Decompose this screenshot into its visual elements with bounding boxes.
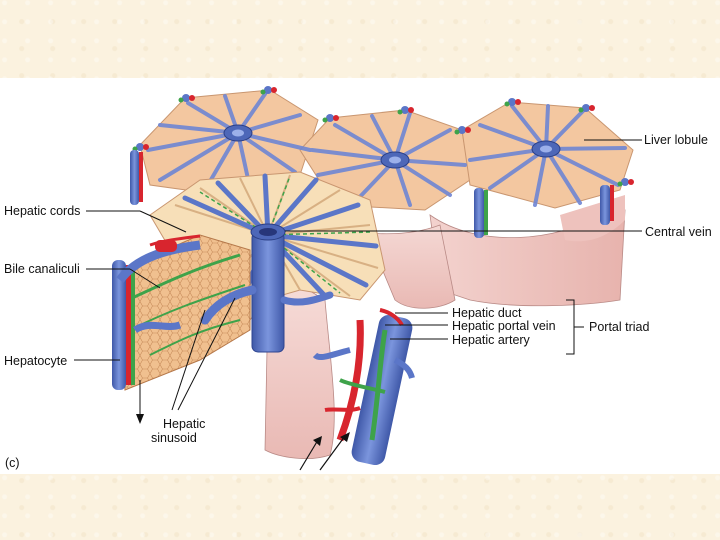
label-central-vein: Central vein [645, 225, 712, 239]
label-liver-lobule: Liver lobule [644, 133, 708, 147]
label-hepatic-sinusoid-1: Hepatic [163, 417, 206, 431]
left-triad-vessels [112, 234, 201, 424]
label-panel-letter: (c) [5, 456, 20, 470]
radial-sinusoids [146, 92, 627, 207]
leader-lines [74, 139, 642, 411]
label-hepatocyte: Hepatocyte [4, 354, 68, 368]
corner-portal-triads [132, 86, 634, 187]
lobule-central-veins [223, 124, 561, 169]
label-hepatic-duct: Hepatic duct [452, 306, 522, 320]
label-hepatic-sinusoid-2: sinusoid [151, 431, 197, 445]
right-portal-triad [299, 308, 415, 471]
lobule-tops [139, 89, 634, 211]
label-hepatic-portal-vein: Hepatic portal vein [452, 319, 556, 333]
large-central-vein [200, 223, 334, 353]
label-bile-canaliculi: Bile canaliculi [4, 262, 80, 276]
label-hepatic-cords: Hepatic cords [4, 204, 81, 218]
corner-vertical-vessels [130, 150, 614, 238]
label-portal-triad: Portal triad [589, 320, 650, 334]
label-hepatic-artery: Hepatic artery [452, 333, 530, 347]
